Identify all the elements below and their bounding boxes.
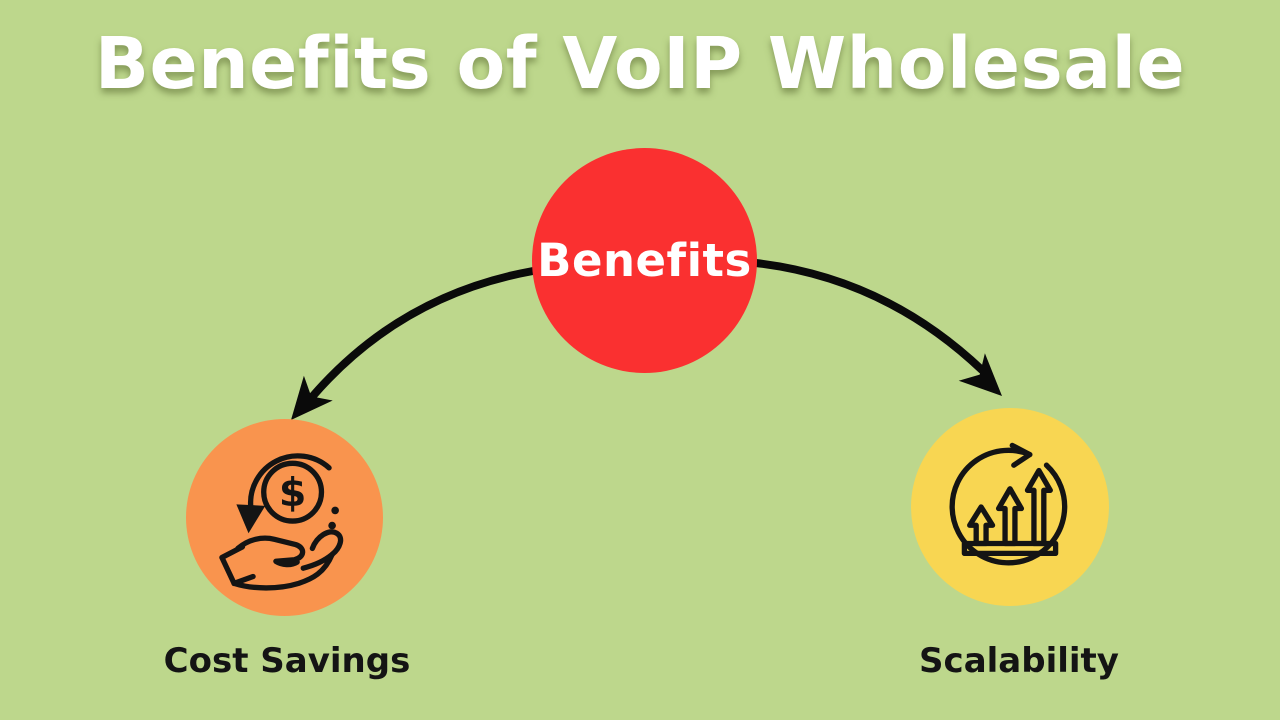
page-title: Benefits of VoIP Wholesale xyxy=(94,22,1186,105)
arrow-right xyxy=(752,259,1002,396)
cashback-hand-icon: $ xyxy=(218,452,343,591)
benefits-node: Benefits xyxy=(532,148,757,373)
dollar-glyph: $ xyxy=(278,469,306,515)
cost-savings-node: $ xyxy=(186,419,383,616)
cost-savings-label: Cost Savings xyxy=(163,641,411,681)
growth-arrows-icon xyxy=(949,442,1068,566)
arrow-left xyxy=(291,267,537,420)
benefits-label: Benefits xyxy=(537,234,752,287)
scalability-label: Scalability xyxy=(919,641,1119,681)
scalability-node xyxy=(911,408,1109,606)
